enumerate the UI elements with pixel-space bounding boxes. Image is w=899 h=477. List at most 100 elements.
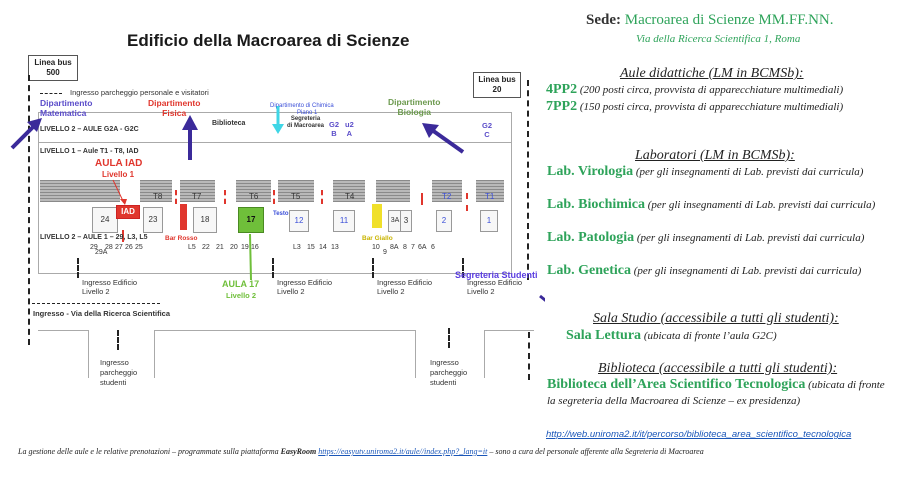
lab-desc: (per gli insegnamenti di Lab. previsti d… <box>635 166 864 178</box>
entrance-3-label: Ingresso Edificio Livello 2 <box>377 278 433 296</box>
hatch-block <box>80 180 120 202</box>
room-13: 13 <box>331 244 339 251</box>
footer-platform: EasyRoom <box>280 447 317 456</box>
room-22: 22 <box>202 244 210 251</box>
room-t4: T4 <box>345 192 355 201</box>
level1-label: LIVELLO 1 – Aule T1 - T8, IAD <box>40 148 139 155</box>
path-left <box>28 75 30 345</box>
lab-desc: (per gli insegnamenti di Lab. previsti d… <box>636 232 865 244</box>
lab-name: Lab. Patologia <box>547 230 635 245</box>
aula-name: 4PP2 <box>546 82 578 97</box>
lab-name: Lab. Biochimica <box>547 197 646 212</box>
student-parking-arrow <box>117 330 119 350</box>
library-link[interactable]: http://web.uniroma2.it/it/percorso/bibli… <box>546 429 852 440</box>
purple-arrow-segreteria <box>539 294 545 302</box>
aula17-label: AULA 17 <box>222 279 260 289</box>
room-9: 9 <box>383 249 387 256</box>
road-line <box>415 330 416 378</box>
room-24: 24 <box>92 207 118 233</box>
dept-math-label: Dipartimento Matematica <box>40 98 93 118</box>
level2-rooms: 29 29A 28 27 26 25 L5 22 21 20 19 16 L3 … <box>85 244 505 260</box>
room-t8: T8 <box>153 192 163 201</box>
room-l3: L3 <box>293 244 301 251</box>
hatch-block <box>236 180 271 202</box>
aula-item: 7PP2 (150 posti circa, provvista di appa… <box>546 99 843 115</box>
level2-lower-label: LIVELLO 2 – AULE 1 – 29, L3, L5 <box>40 234 148 241</box>
aula-iad-label: AULA IAD <box>95 158 143 169</box>
purple-arrow-math <box>10 118 42 150</box>
library-header: Biblioteca (accessibile a tutti gli stud… <box>598 361 838 376</box>
study-header: Sala Studio (accessibile a tutti gli stu… <box>593 311 839 326</box>
road-line <box>38 330 88 331</box>
study-desc: (ubicata di fronte l’aula G2C) <box>643 330 777 342</box>
red-arrow <box>122 230 124 242</box>
hatch-block <box>140 180 172 202</box>
hatch-block <box>476 180 504 202</box>
road-line <box>88 330 89 378</box>
entrance-arrow <box>372 258 374 278</box>
dept-chem-label: Dipartimento di Chimica <box>270 103 334 109</box>
lab-desc: (per gli insegnamenti di Lab. previsti d… <box>633 265 862 277</box>
footer-text-after: – sono a cura del personale afferente al… <box>487 447 704 456</box>
purple-arrow-bio <box>422 123 465 154</box>
bar-giallo-marker <box>372 204 382 228</box>
hatch-block <box>180 180 215 202</box>
room-23: 23 <box>143 207 163 233</box>
red-arrow <box>466 193 468 211</box>
hatch-block <box>432 180 462 202</box>
sede-line: Sede: Macroarea di Scienze MM.FF.NN. <box>586 12 834 29</box>
road-line <box>154 330 416 331</box>
room-8a: 8A <box>390 244 399 251</box>
aula-name: 7PP2 <box>546 99 578 114</box>
room-iad: IAD <box>116 205 140 219</box>
red-arrow <box>224 190 226 204</box>
easyroom-link[interactable]: https://easyutv.uniroma2.it/aule//index.… <box>318 447 488 456</box>
parking-staff-arrow <box>40 93 62 94</box>
student-parking-2-label: Ingresso parcheggio studenti <box>430 358 468 387</box>
room-29: 29 <box>90 244 98 251</box>
lab-name: Lab. Virologia <box>547 164 634 179</box>
room-19: 19 <box>241 244 249 251</box>
main-entrance-label: Ingresso - Via della Ricerca Scientifica <box>33 309 171 318</box>
room-15: 15 <box>307 244 315 251</box>
entrance-arrow <box>462 258 464 278</box>
footer-note: La gestione delle aule e le relative pre… <box>18 447 704 456</box>
aule-header: Aule didattiche (LM in BCMSb): <box>620 66 804 81</box>
lab-item: Lab. Biochimica (per gli insegnamenti di… <box>547 197 877 213</box>
map-arrows <box>10 106 545 302</box>
library-item: Biblioteca dell’Area Scientifico Tecnolo… <box>547 377 892 409</box>
lab-item: Lab. Genetica (per gli insegnamenti di L… <box>547 263 877 279</box>
room-17: 17 <box>238 207 264 233</box>
level2-upper-label: LIVELLO 2 – AULE G2A - G2C <box>40 126 139 133</box>
hatch-block <box>333 180 365 202</box>
room-12: 12 <box>289 210 309 232</box>
dept-physics-label: Dipartimento Fisica <box>148 98 201 118</box>
red-arrow <box>175 190 177 204</box>
room-6a: 6A <box>418 244 427 251</box>
room-10: 10 <box>372 244 380 251</box>
room-28: 28 <box>105 244 113 251</box>
aula17-level: Livello 2 <box>226 291 257 300</box>
room-29a: 29A <box>95 249 108 256</box>
room-g2c: G2 C <box>482 121 493 139</box>
aula-item: 4PP2 (200 posti circa, provvista di appa… <box>546 82 843 98</box>
hatch-block <box>278 180 314 202</box>
room-7: 7 <box>411 244 415 251</box>
room-20: 20 <box>230 244 238 251</box>
building-map: Edificio della Macroarea di Scienze Line… <box>10 31 545 387</box>
entrance-arrow <box>272 258 274 278</box>
piano-label: Piano 1 <box>297 110 318 116</box>
bar-rosso-label: Bar Rosso <box>165 235 198 242</box>
main-entrance-arrow <box>32 303 160 304</box>
study-name: Sala Lettura <box>566 328 642 343</box>
room-8: 8 <box>403 244 407 251</box>
room-u2a: u2 A <box>345 120 354 138</box>
lab-name: Lab. Genetica <box>547 263 631 278</box>
entrance-1-label: Ingresso Edificio Livello 2 <box>82 278 138 296</box>
red-arrow-iad <box>112 179 127 205</box>
student-parking-arrow <box>448 328 450 348</box>
path-right-lower <box>528 332 530 380</box>
room-t7: T7 <box>192 192 202 201</box>
parking-staff-label: Ingresso parcheggio personale e visitato… <box>70 88 209 97</box>
bus-500-label: Linea bus 500 <box>28 55 78 81</box>
